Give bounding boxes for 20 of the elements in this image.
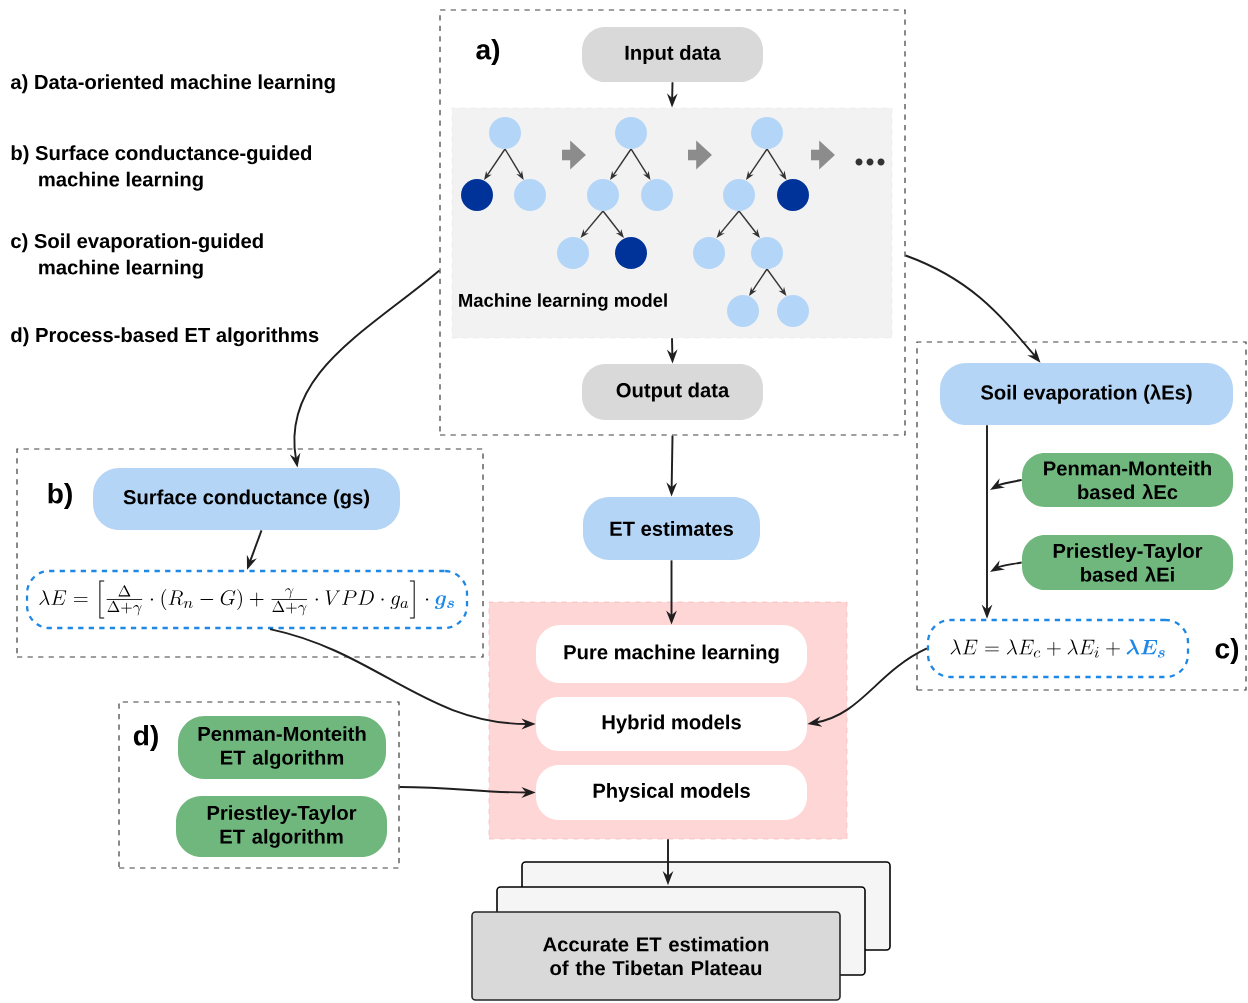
input-box: Input data <box>582 27 763 82</box>
model-box: Hybrid models <box>536 697 807 751</box>
model-box: Physical models <box>536 765 807 820</box>
node-label: of the Tibetan Plateau <box>550 960 762 976</box>
legend-text: a) Data-oriented machine learning <box>10 74 335 94</box>
method-box: Penman-Monteith ET algorithm <box>178 716 386 779</box>
method-box: Priestley-Taylor ET algorithm <box>176 796 387 857</box>
legend-text: b) Surface conductance-guided machine learning <box>11 145 312 191</box>
legend-text: d) Process-based ET algorithms <box>11 327 319 347</box>
method-box: Priestley-Taylor based λEi <box>1022 535 1233 590</box>
process-box: Soil evaporation (λEs) <box>940 363 1233 425</box>
process-box: ET estimates <box>583 497 760 560</box>
process-box: Surface conductance (gs) <box>93 468 400 530</box>
formula-box: $\lambda E=\lambda E_c+\lambda E_i+{\color[HTML]{1E88E5}\boldsymbol{\lambda E_s}}$ <box>926 618 1190 679</box>
formula-box: $\lambda E=\left[\frac{\Delta}{\Delta+\gamma}\cdot(R_n-G)+\frac{\gamma}{\Delta+\gamma}\cdot VPD\cdot g_a\right]\cdot{\color[HTML]{1E88E5}\boldsymbol{g_s}}$ <box>25 569 469 630</box>
document-stack: Accurate ET estimation of the Tibetan Plateau <box>471 861 891 1001</box>
model-box: Pure machine learning <box>536 625 807 683</box>
output-box: Output data <box>582 364 763 420</box>
legend-text: c) Soil evaporation-guided machine learning <box>11 233 263 279</box>
method-box: Penman-Monteith based λEc <box>1022 453 1233 507</box>
